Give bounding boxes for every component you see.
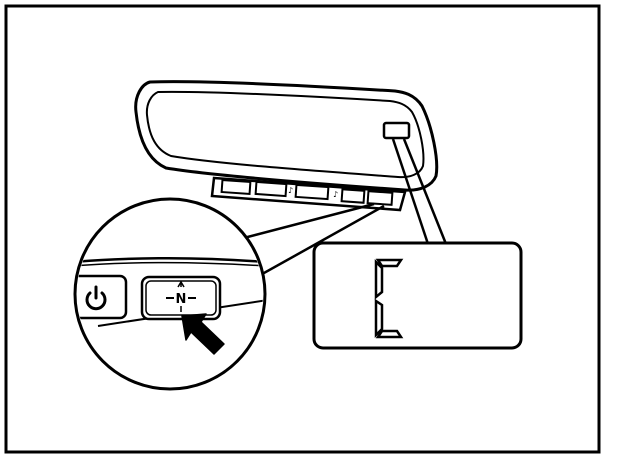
strip-mark-1: ♪ [288, 186, 293, 195]
compass-button [140, 275, 222, 321]
strip-button-2 [254, 180, 288, 198]
display-panel [312, 241, 523, 350]
strip-button-3 [294, 183, 330, 201]
mirror-glass [145, 90, 425, 179]
button-zoom-view: N [73, 197, 267, 391]
strip-button-compass [366, 190, 394, 206]
rearview-mirror: ♪ ♪ [134, 80, 439, 212]
arrow-icon [181, 313, 225, 355]
power-icon [85, 285, 107, 311]
compass-button-glyph: N [176, 292, 187, 307]
strip-mark-2: ♪ [333, 190, 338, 199]
display-readout [374, 258, 404, 339]
strip-button-4 [340, 188, 366, 204]
leader-lines [229, 138, 448, 294]
compass-icon: N [166, 280, 196, 312]
display-zoom-view: C [312, 241, 523, 350]
strip-button-1 [220, 178, 252, 196]
figure-frame [4, 4, 601, 454]
mirror-display-window [382, 121, 411, 140]
